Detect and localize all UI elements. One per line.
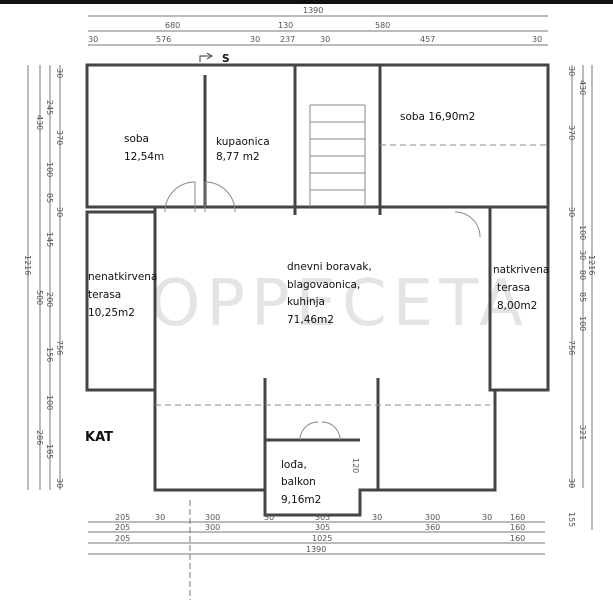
dim-label: 756 (55, 340, 64, 355)
room-name: soba (124, 133, 149, 145)
dim-label: 160 (510, 523, 525, 532)
dim-label: 30 (88, 35, 98, 44)
room-area: 10,25m2 (88, 307, 135, 319)
dim-label: 457 (420, 35, 435, 44)
dim-label: 580 (375, 21, 390, 30)
room-area: 8,00m2 (497, 300, 537, 312)
dim-label: 1216 (587, 255, 596, 275)
dim-label: 200 (45, 292, 54, 307)
entry-arrow-icon (199, 52, 213, 62)
top-border (0, 0, 613, 4)
dim-label: 85 (45, 193, 54, 203)
dim-label: 305 (315, 523, 330, 532)
dim-label: 305 (315, 513, 330, 522)
right-terrace-outline (488, 205, 550, 392)
room-name: 8,77 m2 (216, 151, 260, 163)
dim-label: 205 (115, 534, 130, 543)
dim-label: 300 (425, 513, 440, 522)
dim-label: 30 (155, 513, 165, 522)
dim-label: 300 (205, 513, 220, 522)
dim-label: 120 (351, 458, 360, 473)
watermark-text: OPPECETA (150, 267, 529, 341)
room-name: natkrivena (493, 264, 549, 276)
dim-label: 680 (165, 21, 180, 30)
dim-label: 30 (578, 250, 587, 260)
dim-label: 321 (578, 425, 587, 440)
watermark: OPPECETA (150, 267, 529, 341)
dim-label: 370 (567, 125, 576, 140)
dim-label: 145 (45, 232, 54, 247)
dim-label: 500 (35, 290, 44, 305)
dim-label: 100 (45, 162, 54, 177)
dim-label: 85 (578, 292, 587, 302)
entry-mark: S (222, 53, 230, 65)
dim-label: 100 (578, 316, 587, 331)
dim-label: 576 (156, 35, 171, 44)
dim-label: 185 (45, 444, 54, 459)
dim-label: 205 (115, 513, 130, 522)
dim-label: 205 (115, 523, 130, 532)
dim-label: 100 (45, 395, 54, 410)
dim-label: 237 (280, 35, 295, 44)
dim-label: 286 (35, 430, 44, 445)
walls (85, 63, 550, 517)
dim-label: 1390 (303, 6, 323, 15)
dim-label: 30 (567, 478, 576, 488)
room-name: terasa (88, 289, 121, 301)
dim-label: 1216 (23, 255, 32, 275)
dim-label: 156 (45, 347, 54, 362)
dim-label: 30 (320, 35, 330, 44)
dim-label: 30 (567, 207, 576, 217)
dim-label: 30 (532, 35, 542, 44)
dim-label: 160 (510, 534, 525, 543)
room-area: 12,54m (124, 151, 164, 163)
room-name: lođa, (281, 459, 307, 471)
left-terrace-outline (85, 210, 157, 392)
dim-label: 360 (425, 523, 440, 532)
floor-label: KAT (85, 430, 113, 445)
stairs (155, 104, 548, 441)
dimension-lines (27, 15, 593, 600)
room-name: terasa (497, 282, 530, 294)
dimension-labels: 1390 680 130 580 30 576 30 237 30 457 30… (23, 6, 596, 554)
dim-label: 155 (567, 512, 576, 527)
room-area: 9,16m2 (281, 494, 321, 506)
dim-label: 300 (205, 523, 220, 532)
room-name: blagovaonica, (287, 279, 360, 291)
room-name: nenatkirvena (88, 271, 157, 283)
dim-label: 100 (578, 225, 587, 240)
room-labels: S soba 12,54m kupaonica 8,77 m2 soba 16,… (85, 52, 549, 506)
dim-label: 30 (55, 478, 64, 488)
room-name: dnevni boravak, (287, 261, 372, 273)
dim-label: 756 (567, 340, 576, 355)
dim-label: 30 (567, 66, 576, 76)
dim-label: 1025 (312, 534, 332, 543)
dim-label: 130 (278, 21, 293, 30)
dim-label: 30 (55, 207, 64, 217)
room-name: soba 16,90m2 (400, 111, 475, 123)
top-rooms-outline (85, 63, 550, 209)
room-name: balkon (281, 476, 316, 488)
dim-label: 30 (55, 68, 64, 78)
dim-label: 80 (578, 270, 587, 280)
dim-label: 245 (45, 100, 54, 115)
dim-label: 30 (264, 513, 274, 522)
dim-label: 430 (578, 80, 587, 95)
dim-label: 370 (55, 130, 64, 145)
dim-label: 160 (510, 513, 525, 522)
dim-label: 1390 (306, 545, 326, 554)
dim-label: 430 (35, 115, 44, 130)
dim-label: 30 (482, 513, 492, 522)
room-area: 71,46m2 (287, 314, 334, 326)
room-name: kuhinja (287, 296, 325, 308)
room-name: kupaonica (216, 136, 270, 148)
dim-label: 30 (250, 35, 260, 44)
dim-label: 30 (372, 513, 382, 522)
